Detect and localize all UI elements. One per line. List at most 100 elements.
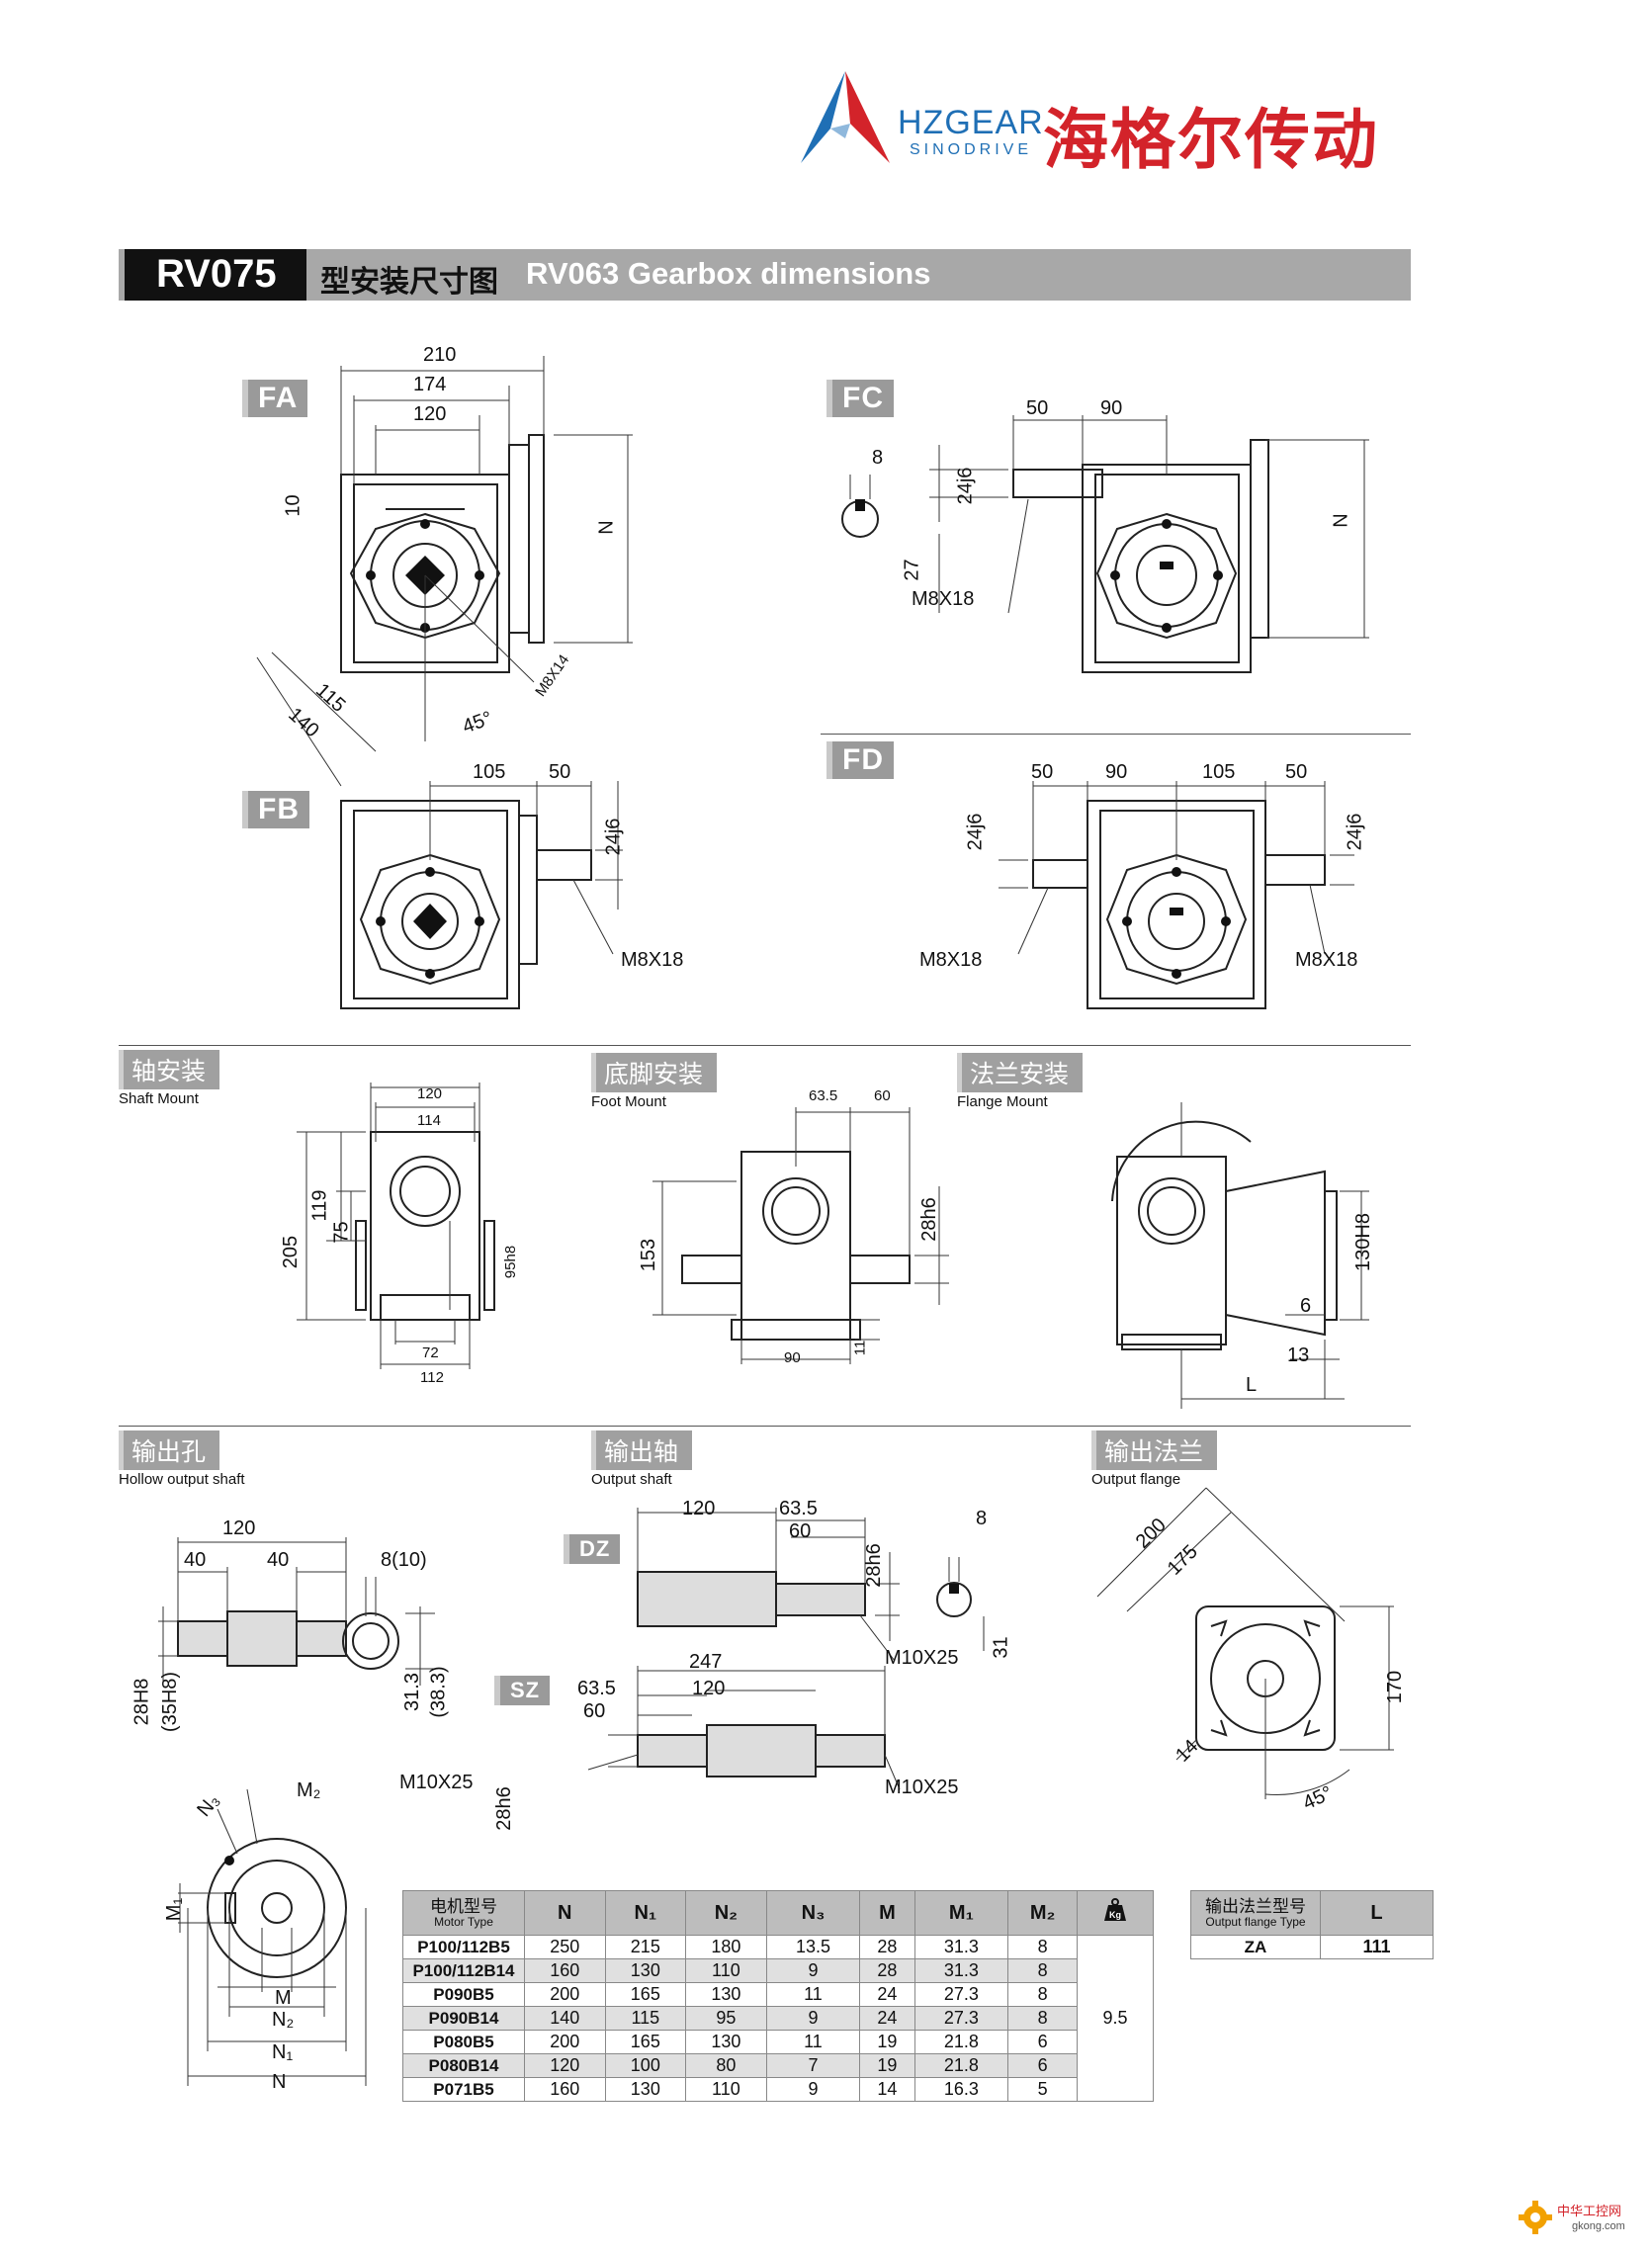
motor-value-cell: 27.3 <box>913 1982 1009 2007</box>
hollow-dim-28H8: 28H8 <box>130 1678 153 1726</box>
fd-gearbox-drawing <box>999 781 1354 1009</box>
output-shaft-en: Output shaft <box>591 1471 672 1488</box>
fc-dim-n: N <box>1330 513 1352 528</box>
hollow-dim-8: 8(10) <box>381 1549 427 1571</box>
foot-dim-153: 153 <box>638 1238 660 1272</box>
fd-dim-50a: 50 <box>1031 761 1054 783</box>
motor-value-cell: 8 <box>1007 1958 1078 1983</box>
motor-value-cell: 115 <box>604 2006 687 2031</box>
motor-value-cell: 16.3 <box>913 2077 1009 2102</box>
fc-dim-27: 27 <box>901 559 923 581</box>
shaft-dim-112: 112 <box>420 1369 444 1386</box>
motor-value-cell: 110 <box>685 2077 767 2102</box>
view-label-fb: FB <box>242 791 309 828</box>
oshaft-dim-28h6: 28h6 <box>862 1543 885 1588</box>
motor-col-n1: N₁ <box>604 1890 687 1936</box>
hollow-dim-40b: 40 <box>267 1549 290 1571</box>
flange-type-cell: ZA <box>1190 1935 1321 1959</box>
shaft-dim-120: 120 <box>417 1085 443 1102</box>
fd-dim-50b: 50 <box>1285 761 1308 783</box>
motor-value-cell: 6 <box>1007 2030 1078 2054</box>
kg-weight-icon: Kg <box>1104 1898 1126 1921</box>
view-label-fc: FC <box>826 380 894 417</box>
oshaft-dim-120: 120 <box>682 1498 716 1519</box>
mount-flange-label: 法兰安装 <box>957 1053 1084 1092</box>
shaft-dim-75: 75 <box>330 1221 353 1244</box>
flange-mount-dim-130H8: 130H8 <box>1351 1213 1374 1271</box>
flange-col-l: L <box>1320 1890 1434 1936</box>
motor-col-m2: M₂ <box>1007 1890 1078 1936</box>
output-shaft-sz-label: SZ <box>494 1676 551 1705</box>
motor-type-cell: P100/112B5 <box>402 1935 525 1959</box>
hollow-dim-38_3: (38.3) <box>427 1666 450 1718</box>
motor-value-cell: 120 <box>524 2053 606 2078</box>
flange-table-header-type: 输出法兰型号 Output flange Type <box>1190 1890 1321 1936</box>
motor-value-cell: 5 <box>1007 2077 1078 2102</box>
hollow-shaft-drawing <box>158 1537 435 1686</box>
motor-type-cell: P080B5 <box>402 2030 525 2054</box>
motor-value-cell: 31.3 <box>913 1958 1009 1983</box>
kg-weight-label: Kg <box>1109 1910 1121 1920</box>
title-model: RV075 <box>156 252 277 296</box>
motor-value-cell: 95 <box>685 2006 767 2031</box>
motor-value-cell: 180 <box>685 1935 767 1959</box>
foot-dim-28h6: 28h6 <box>917 1197 940 1242</box>
watermark-cn: 中华工控网 <box>1557 2205 1622 2219</box>
motor-dim-m2: M₂ <box>297 1779 321 1801</box>
motor-value-cell: 130 <box>604 2077 687 2102</box>
motor-col-m1: M₁ <box>913 1890 1009 1936</box>
oshaft-dim-63_5: 63.5 <box>779 1498 818 1519</box>
fd-dim-24j6a: 24j6 <box>964 813 987 851</box>
fa-dim-n: N <box>595 520 618 535</box>
fd-dim-m8x18a: M8X18 <box>919 949 983 971</box>
flange-header-cn: 输出法兰型号 <box>1205 1896 1306 1917</box>
brand-sub-en: SINODRIVE <box>910 141 1033 158</box>
view-label-fd: FD <box>826 741 894 779</box>
title-bar <box>119 249 1411 301</box>
foot-dim-90: 90 <box>784 1349 801 1366</box>
foot-dim-63_5: 63.5 <box>809 1087 838 1104</box>
fc-dim-50: 50 <box>1026 397 1049 419</box>
flange-table-header-row: 输出法兰型号 Output flange Type L <box>1190 1890 1434 1936</box>
view-label-fa: FA <box>242 380 308 417</box>
mount-foot-label: 底脚安装 <box>591 1053 718 1092</box>
motor-value-cell: 19 <box>859 2053 915 2078</box>
shaft-dim-95h8: 95h8 <box>502 1245 520 1279</box>
output-shaft-drawing <box>587 1508 985 1790</box>
motor-header-en: Motor Type <box>434 1914 493 1929</box>
foot-dim-60: 60 <box>874 1087 891 1104</box>
flange-header-en: Output flange Type <box>1205 1914 1306 1929</box>
motor-value-cell: 160 <box>524 1958 606 1983</box>
oshaft-dim-60: 60 <box>789 1520 812 1542</box>
title-en: RV063 Gearbox dimensions <box>526 256 931 291</box>
oshaft-dim-31: 31 <box>990 1636 1012 1659</box>
output-shaft-dz-label: DZ <box>564 1534 621 1564</box>
motor-type-cell: P071B5 <box>402 2077 525 2102</box>
flange-mount-drawing <box>1111 1102 1369 1409</box>
fc-gearbox-drawing <box>841 415 1369 673</box>
oshaft-dim-120b: 120 <box>692 1678 726 1699</box>
shaft-dim-205: 205 <box>280 1235 303 1269</box>
motor-value-cell: 28 <box>859 1958 915 1983</box>
motor-value-cell: 14 <box>859 2077 915 2102</box>
fb-dim-50: 50 <box>549 761 571 783</box>
motor-value-cell: 21.8 <box>913 2053 1009 2078</box>
motor-value-cell: 7 <box>765 2053 861 2078</box>
output-hollow-en: Hollow output shaft <box>119 1471 245 1488</box>
fb-dim-24j6: 24j6 <box>602 818 625 856</box>
motor-type-cell: P090B14 <box>402 2006 525 2031</box>
motor-value-cell: 31.3 <box>913 1935 1009 1959</box>
output-flange-en: Output flange <box>1091 1471 1181 1488</box>
motor-value-cell: 9 <box>765 2006 861 2031</box>
motor-value-cell: 13.5 <box>765 1935 861 1959</box>
output-shaft-label: 输出轴 <box>591 1430 693 1470</box>
motor-value-cell: 215 <box>604 1935 687 1959</box>
motor-value-cell: 80 <box>685 2053 767 2078</box>
mount-foot-en: Foot Mount <box>591 1093 666 1110</box>
motor-flange-drawing <box>178 1788 367 2086</box>
